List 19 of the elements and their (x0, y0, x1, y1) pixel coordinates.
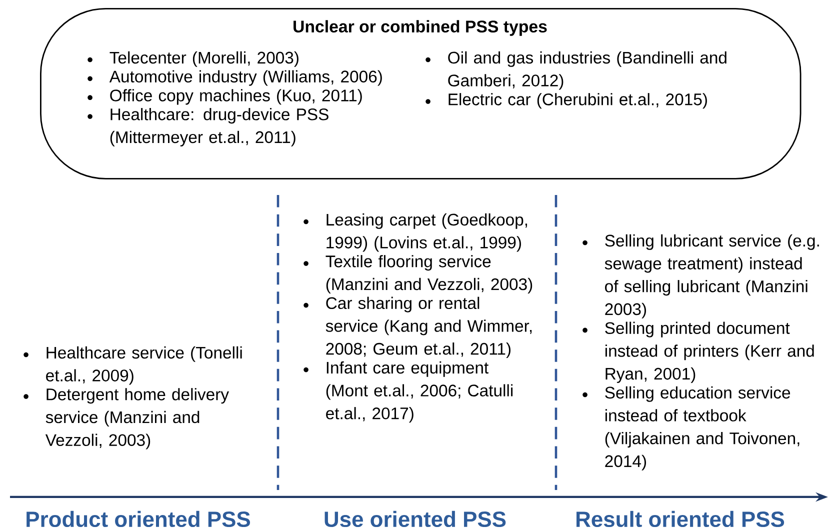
list-item: Leasing carpet (Goedkoop, 1999) (Lovins et.al., 1999) (326, 213, 528, 252)
list-item: Selling education service instead of textbook (Viljakainen and Toivonen, 2014) (605, 386, 800, 470)
list-item: Telecenter (Morelli, 2003) (110, 51, 298, 67)
list-item: Office copy machines (Kuo, 2011) (110, 89, 362, 105)
list-item: Infant care equipment (Mont et.al., 2006; Catulli et.al., 2017) (326, 361, 513, 423)
list-item: Selling lubricant service (e.g. sewage treatment) instead of selling lubricant (Manzini 2003) (604, 234, 819, 318)
list-item: Selling printed document instead of printers (Kerr and Ryan, 2001) (605, 322, 814, 383)
list-item: Automotive industry (Williams, 2006) (109, 70, 382, 86)
list-item: Oil and gas industries (Bandinelli and Gamberi, 2012) (448, 51, 726, 90)
list-item: Car sharing or rental service (Kang and Wimmer, 2008; Geum et.al., 2011) (326, 296, 532, 358)
list-item: Detergent home delivery service (Manzini and Vezzoli, 2003) (45, 388, 229, 450)
axis-label: Use oriented PSS (324, 510, 506, 528)
box-title: Unclear or combined PSS types (294, 20, 547, 36)
list-item: Textile flooring service (Manzini and Vezzoli, 2003) (326, 255, 532, 294)
axis-label: Product oriented PSS (26, 510, 250, 528)
list-item: Healthcare service (Tonelli et.al., 2009) (46, 346, 242, 385)
axis-label: Result oriented PSS (576, 510, 784, 528)
list-item: Healthcare: drug-device PSS (Mittermeyer et.al., 2011) (110, 108, 328, 146)
list-item: Electric car (Cherubini et.al., 2015) (448, 93, 707, 109)
